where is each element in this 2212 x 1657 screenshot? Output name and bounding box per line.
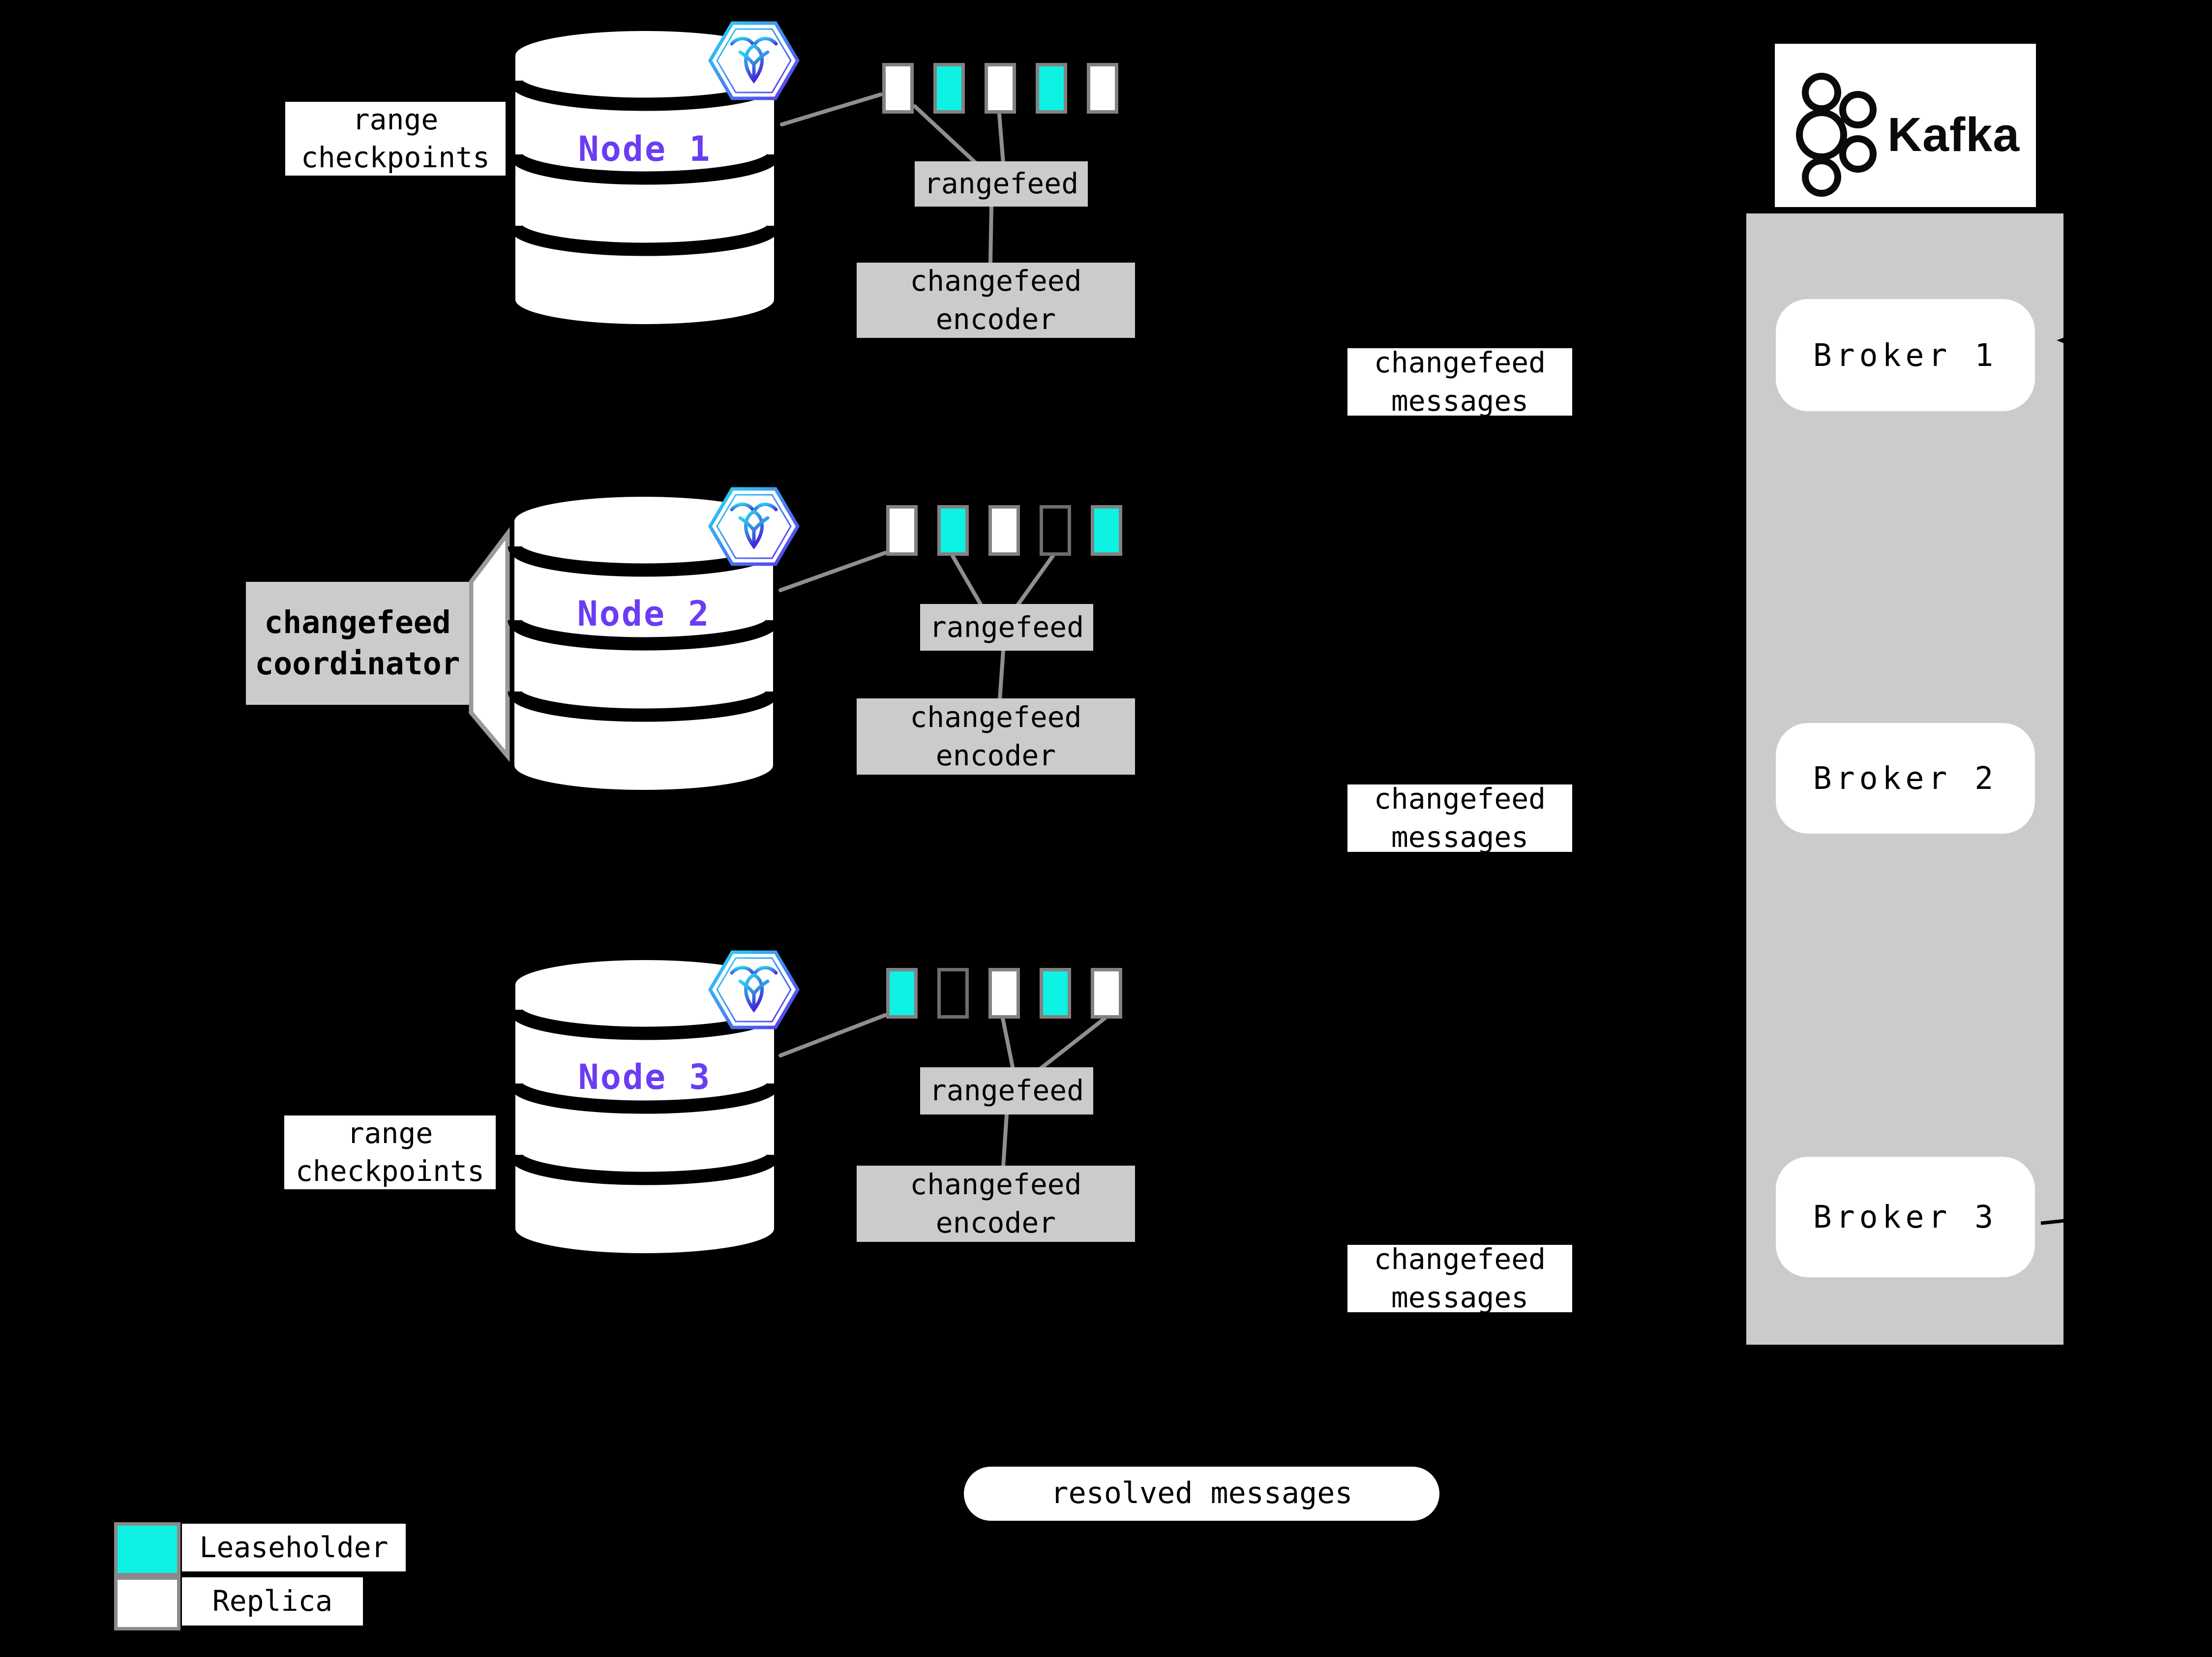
node-3-label: Node 3 bbox=[578, 1057, 712, 1097]
node-2-replica-row bbox=[886, 505, 1122, 556]
range-checkpoints-label-node-3: range checkpoints bbox=[284, 1115, 496, 1189]
replica-cell bbox=[988, 505, 1020, 556]
resolved-messages-pill: resolved messages bbox=[964, 1467, 1439, 1521]
changefeed-messages-label-1: changefeed messages bbox=[1347, 346, 1572, 418]
changefeed-messages-label-3: changefeed messages bbox=[1347, 1242, 1572, 1314]
node-1-changefeed-encoder-box: changefeed encoder bbox=[857, 263, 1135, 338]
broker-1: Broker 1 bbox=[1776, 299, 2035, 411]
range-checkpoints-label-node-1: range checkpoints bbox=[285, 102, 506, 176]
leaseholder-cell bbox=[886, 968, 918, 1019]
broker-2: Broker 2 bbox=[1776, 723, 2035, 834]
node-1-rangefeed-box: rangefeed bbox=[915, 161, 1088, 207]
replica-outline-cell bbox=[1040, 505, 1071, 556]
kafka-brand: Kafka bbox=[1887, 108, 2020, 161]
broker-1-arrowhead-icon bbox=[2057, 328, 2088, 353]
replica-cell bbox=[1087, 63, 1118, 114]
leaseholder-cell bbox=[1040, 968, 1071, 1019]
legend-leaseholder-swatch bbox=[114, 1522, 180, 1576]
broker-3-arrow-line bbox=[2040, 1218, 2074, 1225]
leaseholder-cell bbox=[937, 505, 969, 556]
leaseholder-cell bbox=[1036, 63, 1067, 114]
replica-cell bbox=[1091, 968, 1122, 1019]
node-1-label: Node 1 bbox=[578, 129, 712, 169]
node-1-replica-row bbox=[882, 63, 1118, 114]
node-2-changefeed-encoder-box: changefeed encoder bbox=[857, 698, 1135, 775]
node-3-rangefeed-box: rangefeed bbox=[920, 1067, 1093, 1115]
node-3-changefeed-encoder-box: changefeed encoder bbox=[857, 1166, 1135, 1242]
changefeed-messages-label-2: changefeed messages bbox=[1347, 782, 1572, 854]
replica-cell bbox=[886, 505, 918, 556]
legend-replica-label: Replica bbox=[182, 1577, 363, 1626]
replica-cell bbox=[985, 63, 1016, 114]
changefeed-coordinator-box: changefeed coordinator bbox=[246, 582, 469, 705]
node-2-rangefeed-box: rangefeed bbox=[920, 604, 1093, 651]
replica-outline-cell bbox=[937, 968, 969, 1019]
replica-cell bbox=[882, 63, 914, 114]
broker-3: Broker 3 bbox=[1776, 1157, 2035, 1277]
coordinator-arrowhead-icon bbox=[227, 632, 251, 654]
node-2-label: Node 2 bbox=[577, 594, 711, 634]
node-3-replica-row bbox=[886, 968, 1122, 1019]
coordinator-flag-panel bbox=[469, 527, 510, 762]
replica-cell bbox=[988, 968, 1020, 1019]
leaseholder-cell bbox=[1091, 505, 1122, 556]
connector-lines bbox=[778, 92, 1107, 1169]
kafka-logo-icon bbox=[1796, 73, 1877, 197]
legend-leaseholder-label: Leaseholder bbox=[182, 1524, 406, 1571]
leaseholder-cell bbox=[933, 63, 965, 114]
legend-replica-swatch bbox=[114, 1576, 180, 1630]
